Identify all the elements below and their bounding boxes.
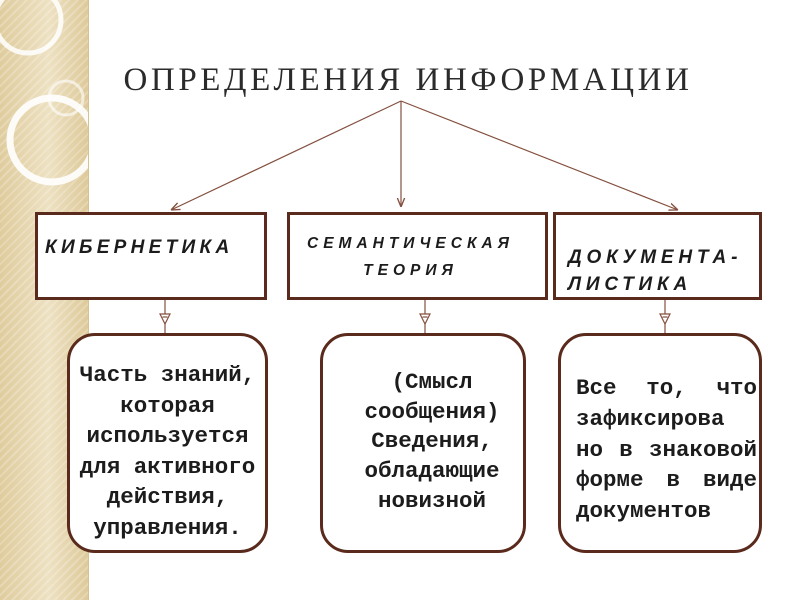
definition-line: (Смысл: [391, 369, 473, 395]
definition-box-cybernetics: Часть знаний, которая используется для а…: [67, 333, 268, 553]
heading-box-documentalistics: ДОКУМЕНТА- ЛИСТИКА: [553, 212, 762, 300]
definition-line: форме в виде: [576, 467, 757, 494]
definition-text: (Смысл сообщения) Сведения, обладающие н…: [341, 368, 523, 517]
definition-box-documentalistics: Все то, что зафиксирова но в знаковой фо…: [558, 333, 762, 553]
definition-text: Часть знаний, которая используется для а…: [70, 360, 265, 543]
arrow-documentalistics-to-definition: [659, 300, 671, 333]
decorative-rings: [0, 0, 88, 186]
definition-line: но в знаковой: [576, 436, 757, 463]
heading-text: ТЕОРИЯ: [363, 262, 458, 279]
definition-line: обладающие: [364, 458, 500, 485]
definition-line: зафиксирова: [576, 405, 725, 432]
decorative-side-strip: [0, 0, 89, 600]
decorative-ring: [0, 0, 64, 56]
heading-text: КИБЕРНЕТИКА: [45, 237, 234, 258]
definition-text: Все то, что зафиксирова но в знаковой фо…: [576, 373, 757, 527]
slide-title: ОПРЕДЕЛЕНИЯ ИНФОРМАЦИИ: [123, 62, 693, 98]
definition-line: действия,: [106, 484, 229, 510]
arrow-semantic-theory-to-definition: [419, 300, 431, 333]
heading-text: ДОКУМЕНТА-: [568, 247, 743, 268]
definition-line: которая: [120, 392, 215, 419]
definition-line: Все то, что: [576, 375, 757, 401]
definition-line: управления.: [93, 514, 242, 541]
arrow-title-to-documentalistics: [400, 100, 678, 210]
definition-line: новизной: [377, 487, 487, 514]
decorative-ring: [6, 94, 88, 186]
definition-line: для активного: [79, 453, 256, 480]
heading-text: СЕМАНТИЧЕСКАЯ: [307, 235, 514, 252]
definition-line: Сведения,: [371, 428, 493, 455]
definition-line: Часть знаний,: [79, 362, 256, 388]
arrow-title-to-cybernetics: [171, 100, 402, 210]
heading-box-cybernetics: КИБЕРНЕТИКА: [35, 212, 267, 300]
definition-line: используется: [86, 423, 249, 449]
definition-line: сообщения): [364, 398, 500, 425]
heading-text: ЛИСТИКА: [568, 274, 692, 295]
arrow-cybernetics-to-definition: [159, 300, 171, 333]
definition-line: документов: [576, 498, 712, 524]
heading-box-semantic-theory: СЕМАНТИЧЕСКАЯ ТЕОРИЯ: [287, 212, 548, 300]
definition-box-semantic-theory: (Смысл сообщения) Сведения, обладающие н…: [320, 333, 526, 553]
